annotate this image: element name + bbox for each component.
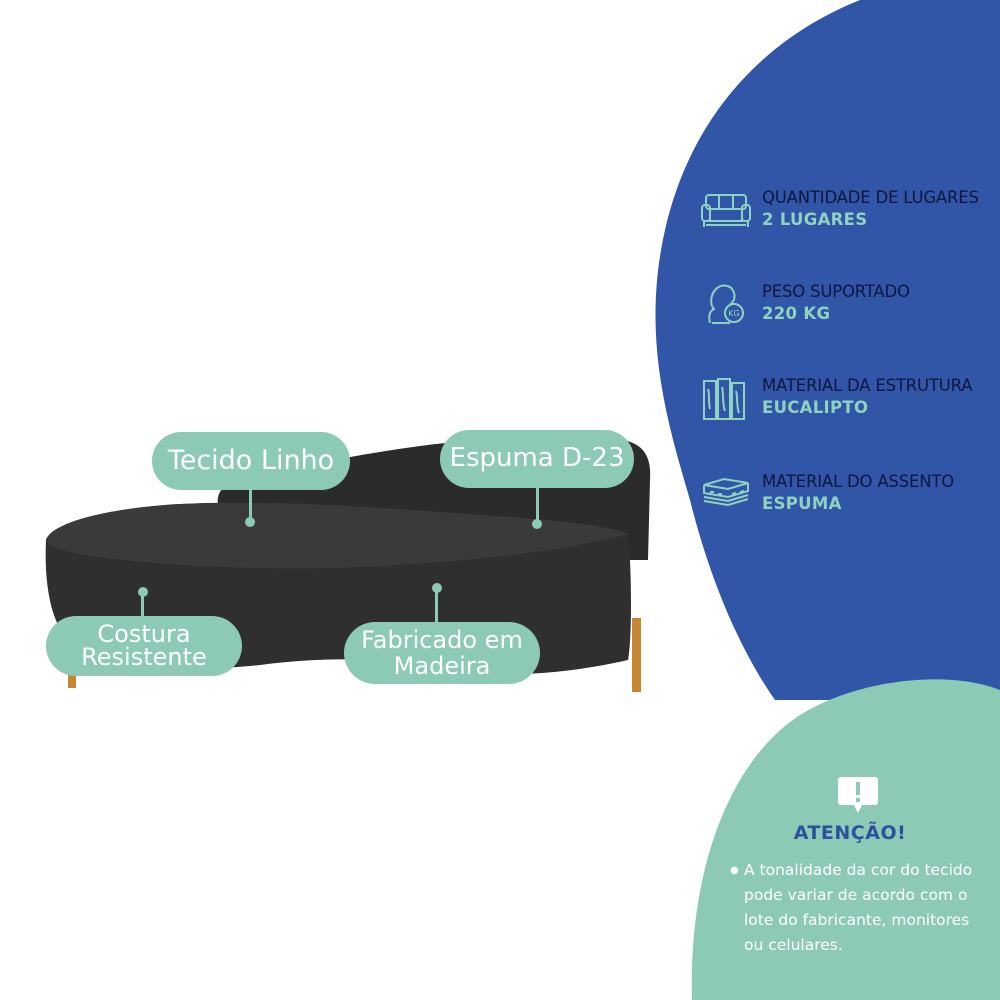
sofa-seat-top <box>46 502 628 569</box>
callout-fabric-text: Tecido Linho <box>167 445 335 476</box>
pin-line-fabric <box>249 486 252 520</box>
attention-line: pode variar de acordo com o <box>744 886 968 904</box>
callout-foam: Espuma D-23 <box>440 430 634 488</box>
attention-bullet: ● <box>730 865 739 876</box>
spec-seats: QUANTIDADE DE LUGARES 2 LUGARES <box>700 187 1000 247</box>
spec-weight: KG PESO SUPORTADO 220 KG <box>700 281 1000 341</box>
callout-structure-line1: Fabricado em <box>361 626 523 654</box>
spec-weight-label: PESO SUPORTADO <box>762 282 910 301</box>
sofa-leg-right <box>632 618 641 692</box>
attention-title: ATENÇÃO! <box>793 822 907 844</box>
spec-seats-label: QUANTIDADE DE LUGARES <box>762 188 979 207</box>
pin-dot-foam <box>532 519 542 529</box>
warning-sign-icon <box>838 777 878 813</box>
callout-structure-line2: Madeira <box>393 652 491 680</box>
spec-weight-value: 220 KG <box>762 304 831 323</box>
spec-seat-material: MATERIAL DO ASSENTO ESPUMA <box>700 471 1000 531</box>
spec-seat-material-value: ESPUMA <box>762 494 842 513</box>
callout-fabric: Tecido Linho <box>152 432 350 490</box>
spec-structure-value: EUCALIPTO <box>762 398 869 417</box>
attention-note: ● A tonalidade da cor do tecido pode var… <box>730 858 990 958</box>
spec-structure: MATERIAL DA ESTRUTURA EUCALIPTO <box>700 375 1000 435</box>
weight-kg-icon: KG <box>708 284 744 324</box>
callout-stitching-line2: Resistente <box>81 643 207 671</box>
attention-line: lote do fabricante, monitores <box>744 911 970 929</box>
pin-line-structure <box>435 588 438 624</box>
pin-dot-fabric <box>245 517 255 527</box>
spec-seats-value: 2 LUGARES <box>762 210 868 229</box>
spec-structure-label: MATERIAL DA ESTRUTURA <box>762 376 973 395</box>
svg-text:KG: KG <box>728 309 739 318</box>
callout-foam-text: Espuma D-23 <box>449 443 625 473</box>
foam-layers-icon <box>703 477 749 507</box>
pin-line-stitching <box>141 592 144 622</box>
callout-stitching: Costura Resistente <box>46 616 242 676</box>
wood-structure-icon <box>703 378 745 420</box>
teal-panel <box>691 679 1000 1000</box>
spec-seat-material-label: MATERIAL DO ASSENTO <box>762 472 955 491</box>
blue-panel <box>655 0 1000 700</box>
callout-stitching-line1: Costura <box>97 620 191 648</box>
callout-structure: Fabricado em Madeira <box>344 622 540 684</box>
attention-line: ou celulares. <box>744 936 843 954</box>
pin-line-foam <box>536 486 539 522</box>
sofa-icon <box>701 194 751 227</box>
attention-line: A tonalidade da cor do tecido <box>744 861 973 879</box>
